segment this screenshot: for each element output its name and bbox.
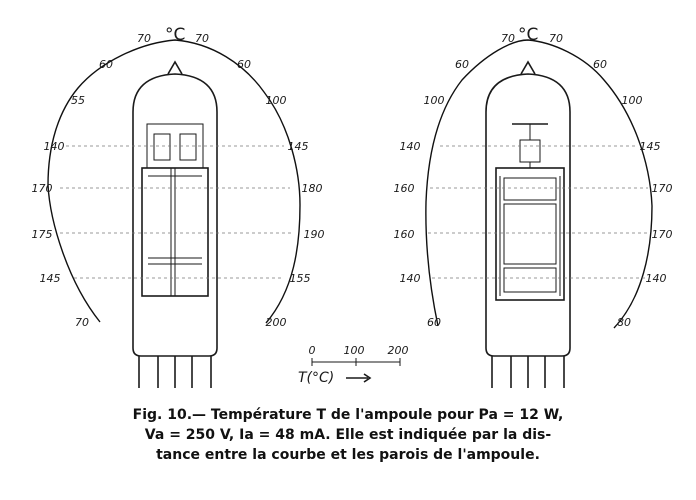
left-label-6: 100: [266, 94, 287, 107]
left-label-10: 180: [302, 182, 323, 195]
left-label-12: 190: [304, 228, 325, 241]
right-label-15: 60: [427, 316, 441, 329]
caption-line-3: tance entre la courbe et les parois de l…: [156, 447, 540, 463]
right-label-7: 140: [400, 140, 421, 153]
left-label-4: 60: [237, 58, 251, 71]
left-unit-label: °C: [165, 25, 185, 45]
right-label-4: 60: [593, 58, 607, 71]
right-label-2: 70: [549, 32, 563, 45]
left-label-8: 145: [288, 140, 309, 153]
right-electrodes: [495, 123, 565, 301]
right-temperature-curve: [425, 39, 653, 329]
left-label-1: 70: [137, 32, 151, 45]
left-label-15: 70: [75, 316, 89, 329]
right-pins: [491, 356, 565, 388]
caption-line-1: Fig. 10.— Température T de l'ampoule pou…: [132, 407, 564, 423]
right-level-lines: [428, 145, 650, 279]
right-label-3: 60: [455, 58, 469, 71]
left-label-3: 60: [99, 58, 113, 71]
left-tip: [167, 60, 183, 75]
left-label-16: 200: [266, 316, 287, 329]
right-label-14: 140: [646, 272, 667, 285]
right-label-11: 160: [394, 228, 415, 241]
right-label-10: 170: [652, 182, 673, 195]
right-bulb-outline: [485, 73, 571, 357]
left-label-9: 170: [32, 182, 53, 195]
scale-label: T(°C): [298, 370, 334, 386]
scale-tick-100: 100: [344, 344, 365, 357]
right-label-16: 80: [617, 316, 631, 329]
scale-tick-0: 0: [309, 344, 316, 357]
left-label-2: 70: [195, 32, 209, 45]
right-scale-labels: 70 70 60 60 100 100 140 145 160 170 160 …: [394, 32, 673, 329]
right-label-1: 70: [501, 32, 515, 45]
left-label-7: 140: [44, 140, 65, 153]
left-level-lines: [60, 145, 292, 279]
right-unit-label: °C: [518, 25, 538, 45]
left-pins: [138, 356, 212, 388]
left-label-5: 55: [71, 94, 85, 107]
right-label-9: 160: [394, 182, 415, 195]
left-tube-group: °C 70 70 60 60 55 100 140 145 170 180 17…: [32, 25, 325, 388]
right-label-13: 140: [400, 272, 421, 285]
figure-diagram: °C 70 70 60 60 55 100 140 145 170 180 17…: [32, 25, 673, 388]
right-label-12: 170: [652, 228, 673, 241]
scale-tick-200: 200: [388, 344, 409, 357]
left-electrodes: [141, 123, 209, 297]
left-label-13: 145: [40, 272, 61, 285]
right-label-6: 100: [622, 94, 643, 107]
left-temperature-curve: [47, 39, 301, 324]
caption-line-2: Va = 250 V, Ia = 48 mA. Elle est indiqué…: [144, 427, 552, 443]
left-label-11: 175: [32, 228, 53, 241]
temperature-scale: 0 100 200 T(°C): [298, 344, 409, 386]
left-label-14: 155: [290, 272, 311, 285]
right-tip: [520, 60, 536, 75]
right-tube-group: °C 70 70 60 60 100 100 140 145 160 170 1…: [394, 25, 673, 388]
left-bulb-outline: [132, 73, 218, 357]
right-label-5: 100: [424, 94, 445, 107]
figure-caption: Fig. 10.— Température T de l'ampoule pou…: [88, 405, 608, 465]
left-scale-labels: 70 70 60 60 55 100 140 145 170 180 175 1…: [32, 32, 325, 329]
right-label-8: 145: [640, 140, 661, 153]
